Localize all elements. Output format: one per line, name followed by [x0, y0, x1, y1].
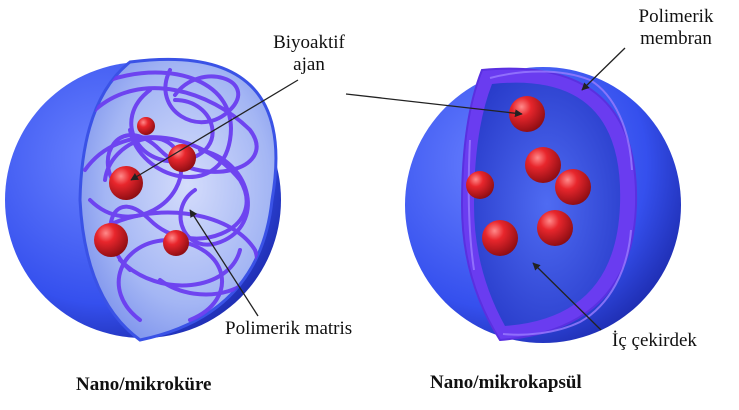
- bioactive-agent-particle: [509, 96, 545, 132]
- bioactive-agent-particle: [109, 166, 143, 200]
- bioactive-agent-particle: [168, 144, 196, 172]
- label-inner-core: İç çekirdek: [612, 330, 697, 352]
- label-polymer-matrix: Polimerik matris: [225, 318, 352, 340]
- bioactive-agent-particle: [163, 230, 189, 256]
- nanocapsule: [405, 67, 681, 343]
- bioactive-agent-particle: [482, 220, 518, 256]
- label-membrane-line1: Polimerik: [622, 6, 730, 28]
- caption-nanosphere: Nano/mikroküre: [76, 374, 212, 396]
- bioactive-agent-particle: [525, 147, 561, 183]
- bioactive-agent-particle: [555, 169, 591, 205]
- label-bioactive-line1: Biyoaktif: [262, 32, 356, 54]
- label-bioactive-line2: ajan: [262, 54, 356, 76]
- bioactive-agent-particle: [94, 223, 128, 257]
- label-bioactive-agent: Biyoaktif ajan: [262, 32, 356, 76]
- bioactive-agent-particle: [537, 210, 573, 246]
- label-polymer-membrane: Polimerik membran: [622, 6, 730, 50]
- caption-nanocapsule: Nano/mikrokapsül: [430, 372, 582, 394]
- bioactive-agent-particle: [137, 117, 155, 135]
- nanosphere: [5, 59, 281, 340]
- label-membrane-line2: membran: [622, 28, 730, 50]
- bioactive-agent-particle: [466, 171, 494, 199]
